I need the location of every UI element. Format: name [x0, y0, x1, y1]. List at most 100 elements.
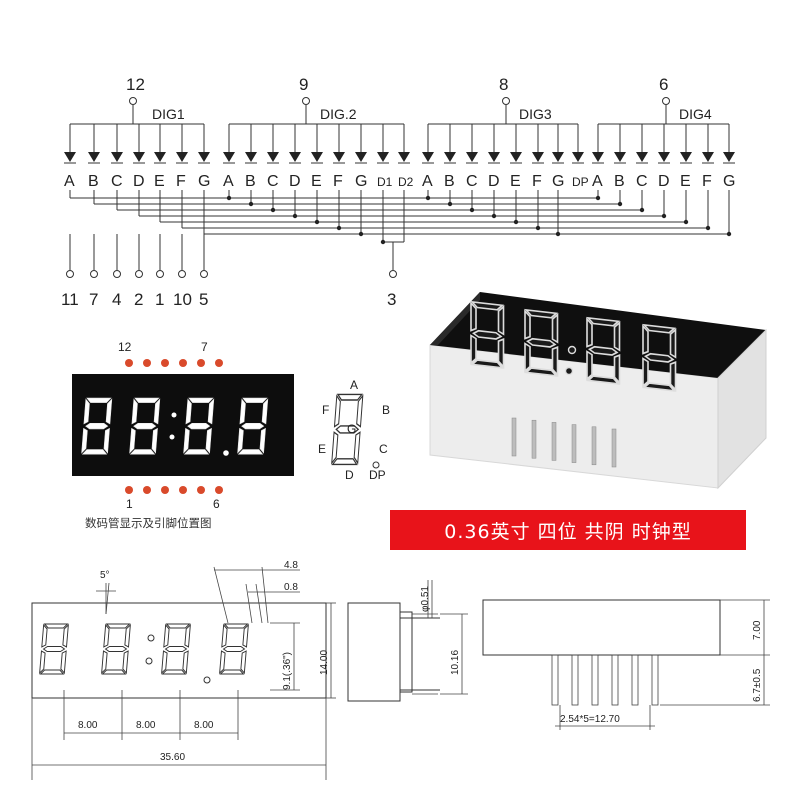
pitch-dimension-3: 8.00	[194, 720, 214, 731]
diode-symbol	[88, 152, 100, 162]
pin-marker	[143, 486, 151, 494]
segment-a-label: A	[350, 378, 358, 392]
diode-symbol	[488, 152, 500, 162]
colon-dot	[171, 412, 177, 418]
segment-pin-number: 10	[173, 290, 192, 309]
segment-label: E	[311, 173, 322, 190]
diode-symbol	[532, 152, 544, 162]
diode-symbol	[466, 152, 478, 162]
diode-symbol	[267, 152, 279, 162]
segment-label: D2	[398, 175, 414, 189]
diode-symbol	[723, 152, 735, 162]
colon-pin-number: 3	[387, 290, 396, 309]
segment-label: G	[355, 173, 367, 190]
diode-symbol	[398, 152, 410, 162]
side-height-dimension: 10.16	[450, 650, 461, 675]
diode-symbol	[198, 152, 210, 162]
bottom-pin-markers	[125, 486, 223, 494]
diode-symbol	[154, 152, 166, 162]
diode-symbol	[64, 152, 76, 162]
segment-pin-number: 7	[89, 290, 98, 309]
segment-label: A	[223, 173, 234, 190]
bottom-view-drawing: 7.00 6.7±0.5 2.54*5=12.70	[482, 599, 770, 730]
diode-symbol	[592, 152, 604, 162]
diode-symbol	[111, 152, 123, 162]
segment-label: G	[552, 173, 564, 190]
diode-symbol	[223, 152, 235, 162]
pitch-dimension-2: 8.00	[136, 720, 156, 731]
segment-label: E	[510, 173, 521, 190]
pin-marker	[161, 359, 169, 367]
segment-label: D	[658, 173, 670, 190]
segment-pin-number: 1	[155, 290, 164, 309]
segment-label: G	[198, 173, 210, 190]
digit-pin-number: 12	[126, 75, 145, 94]
digit-pin-number: 6	[659, 75, 668, 94]
segment-g-label: G	[347, 422, 356, 436]
segment-gap-dimension: 0.8	[284, 582, 298, 593]
diode-symbol	[289, 152, 301, 162]
segment-label: A	[64, 173, 75, 190]
segment-label: G	[723, 173, 735, 190]
segment-label: B	[444, 173, 455, 190]
segment-f-label: F	[322, 403, 329, 417]
segment-label: E	[154, 173, 165, 190]
segment-label: D	[488, 173, 500, 190]
pin-pitch-dimension: 2.54*5=12.70	[560, 714, 620, 725]
segment-d-label: D	[345, 468, 354, 482]
total-width-dimension: 35.60	[160, 752, 185, 763]
digit-pin-number: 9	[299, 75, 308, 94]
segment-dp-label: DP	[369, 468, 386, 482]
segment-label: F	[176, 173, 186, 190]
pin-marker	[179, 359, 187, 367]
diode-symbol	[572, 152, 584, 162]
digit-pin-number: 8	[499, 75, 508, 94]
diode-symbol	[133, 152, 145, 162]
pitch-dimension-1: 8.00	[78, 720, 98, 731]
body-depth-dimension: 7.00	[752, 620, 763, 640]
segment-label: F	[333, 173, 343, 190]
height-dimension: 14.00	[319, 650, 330, 675]
pin-position-caption: 数码管显示及引脚位置图	[85, 516, 212, 530]
segment-e-label: E	[318, 442, 326, 456]
diode-symbol	[614, 152, 626, 162]
segment-pin-number: 11	[61, 290, 79, 309]
segment-width-dimension: 4.8	[284, 560, 298, 571]
segment-pin-number: 5	[199, 290, 208, 309]
pin-position-diagram: 12 7 1 6 数码管显示及引脚位置图	[72, 340, 294, 530]
pin-label-top-right: 7	[201, 340, 208, 354]
segment-label: B	[88, 173, 99, 190]
diode-symbol	[444, 152, 456, 162]
segment-pin-number: 2	[134, 290, 143, 309]
segment-pin-number: 4	[112, 290, 121, 309]
decimal-point	[223, 450, 229, 456]
pin-marker	[143, 359, 151, 367]
segment-label: C	[267, 173, 279, 190]
dp-dot	[372, 461, 380, 469]
pin-marker	[215, 359, 223, 367]
diode-symbol	[658, 152, 670, 162]
segment-label: B	[614, 173, 625, 190]
diode-symbol	[377, 152, 389, 162]
diode-symbol	[702, 152, 714, 162]
digit-height-dimension: 9.1(.36")	[282, 652, 293, 690]
segment-label: F	[702, 173, 712, 190]
photo-pins	[511, 417, 617, 468]
segment-c-label: C	[379, 442, 388, 456]
pin-label-bottom-right: 6	[213, 497, 220, 511]
product-photo	[429, 292, 767, 490]
diode-symbol	[333, 152, 345, 162]
pin-diameter-dimension: φ0.51	[420, 586, 431, 612]
diode-symbol	[552, 152, 564, 162]
pin-marker	[179, 486, 187, 494]
segment-label: D1	[377, 175, 393, 189]
pin-length-dimension: 6.7±0.5	[752, 668, 763, 702]
diode-symbol	[680, 152, 692, 162]
diode-symbol	[311, 152, 323, 162]
segment-label: DP	[572, 175, 589, 189]
diode-symbol	[245, 152, 257, 162]
segment-label: C	[636, 173, 648, 190]
pin-marker	[125, 359, 133, 367]
